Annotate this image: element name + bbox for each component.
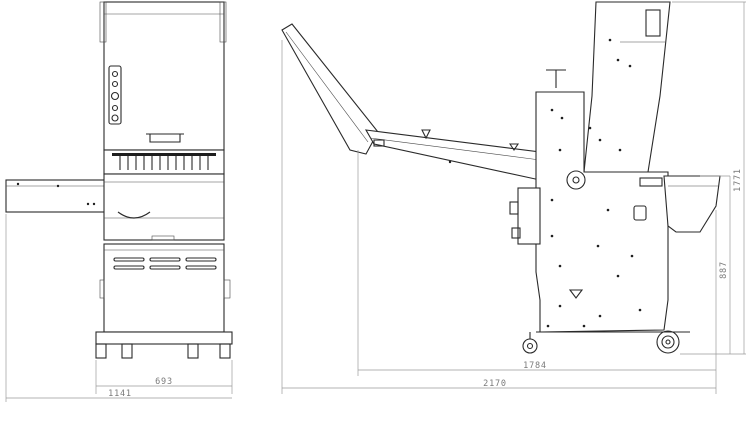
side-attachment xyxy=(517,187,541,245)
front-dimensions: 693 1141 xyxy=(5,214,233,402)
handwheel xyxy=(546,69,566,88)
side-view xyxy=(281,1,721,354)
front-wheels xyxy=(95,343,231,359)
roller-teeth xyxy=(119,156,209,170)
dimension-side-table-height: 887 xyxy=(719,261,729,279)
side-body-holes xyxy=(546,108,642,328)
outfeed-tray xyxy=(663,175,721,233)
dimension-front-total-width: 1141 xyxy=(108,389,132,399)
side-control-box xyxy=(645,9,661,37)
front-upper-cabinet xyxy=(103,1,225,151)
side-pulley xyxy=(566,170,586,190)
front-view xyxy=(5,1,233,359)
side-dimensions: 1784 2170 887 1771 xyxy=(281,1,746,394)
side-wheels xyxy=(522,330,680,354)
side-upper-head xyxy=(583,1,671,173)
dimension-side-total-height: 1771 xyxy=(733,168,743,192)
control-panel xyxy=(108,65,122,125)
front-side-table xyxy=(5,179,107,213)
side-main-body xyxy=(535,91,669,333)
dimension-side-total-length: 2170 xyxy=(483,379,507,389)
dimension-side-base-length: 1784 xyxy=(523,361,547,371)
conveyor-arm xyxy=(364,129,541,181)
front-middle-body xyxy=(103,173,225,241)
dimension-front-inner-width: 693 xyxy=(155,377,173,387)
infeed-ramp xyxy=(281,23,379,155)
front-handle xyxy=(149,134,181,143)
front-lower-cabinet xyxy=(103,243,225,333)
vent-slots xyxy=(113,257,217,270)
front-base xyxy=(95,331,233,345)
